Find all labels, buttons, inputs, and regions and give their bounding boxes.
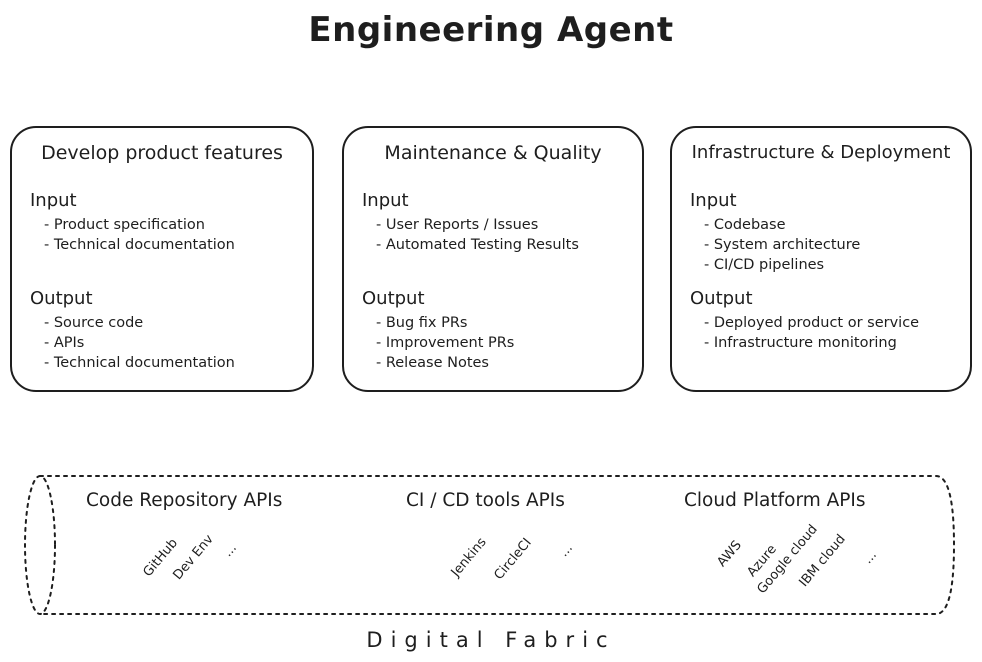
- input-list: - Codebase - System architecture - CI/CD…: [690, 215, 964, 275]
- output-section: Output - Deployed product or service - I…: [690, 288, 964, 353]
- list-item: - Codebase: [704, 217, 786, 233]
- card-title: Develop product features: [41, 142, 283, 164]
- input-section: Input - User Reports / Issues - Automate…: [362, 190, 636, 255]
- group-title-code-repository: Code Repository APIs: [86, 490, 283, 511]
- group-title-cloud-platform: Cloud Platform APIs: [684, 490, 866, 511]
- input-section: Input - Codebase - System architecture -…: [690, 190, 964, 275]
- output-heading: Output: [30, 288, 93, 309]
- list-item: - Source code: [44, 315, 144, 331]
- fabric-label: Digital Fabric: [366, 628, 616, 652]
- output-list: - Source code - APIs - Technical documen…: [30, 313, 306, 373]
- list-item: - Product specification: [44, 217, 205, 233]
- digital-fabric-cylinder: [24, 475, 956, 615]
- list-item: - Release Notes: [376, 355, 489, 371]
- input-heading: Input: [362, 190, 409, 211]
- list-item: - Technical documentation: [44, 237, 235, 253]
- input-heading: Input: [690, 190, 737, 211]
- output-section: Output - Source code - APIs - Technical …: [30, 288, 306, 373]
- output-list: - Deployed product or service - Infrastr…: [690, 313, 964, 353]
- list-item: - Improvement PRs: [376, 335, 515, 351]
- card-title: Maintenance & Quality: [384, 142, 602, 164]
- list-item: - System architecture: [704, 237, 861, 253]
- input-list: - Product specification - Technical docu…: [30, 215, 306, 255]
- list-item: - Infrastructure monitoring: [704, 335, 897, 351]
- output-heading: Output: [362, 288, 425, 309]
- input-list: - User Reports / Issues - Automated Test…: [362, 215, 636, 255]
- input-heading: Input: [30, 190, 77, 211]
- card-title: Infrastructure & Deployment: [691, 142, 951, 163]
- card-maintenance-quality: Maintenance & Quality Input - User Repor…: [342, 126, 644, 392]
- output-section: Output - Bug fix PRs - Improvement PRs -…: [362, 288, 636, 373]
- group-title-ci-cd-tools: CI / CD tools APIs: [406, 490, 565, 511]
- list-item: - Automated Testing Results: [376, 237, 579, 253]
- output-list: - Bug fix PRs - Improvement PRs - Releas…: [362, 313, 636, 373]
- card-infrastructure-deployment: Infrastructure & Deployment Input - Code…: [670, 126, 972, 392]
- input-section: Input - Product specification - Technica…: [30, 190, 306, 255]
- page-title: Engineering Agent: [308, 10, 674, 50]
- card-develop-product-features: Develop product features Input - Product…: [10, 126, 314, 392]
- list-item: - Technical documentation: [44, 355, 235, 371]
- list-item: - Deployed product or service: [704, 315, 920, 331]
- list-item: - APIs: [44, 335, 85, 351]
- output-heading: Output: [690, 288, 753, 309]
- list-item: - Bug fix PRs: [376, 315, 468, 331]
- list-item: - User Reports / Issues: [376, 217, 539, 233]
- list-item: - CI/CD pipelines: [704, 257, 825, 273]
